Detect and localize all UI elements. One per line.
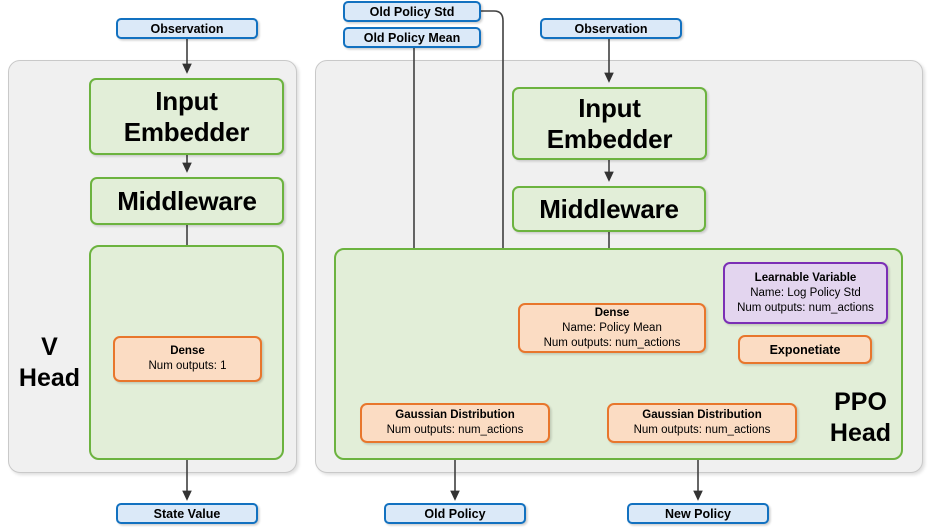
ppo-gaussian-old-num-outputs: Num outputs: num_actions xyxy=(386,424,524,436)
output-state-value-label: State Value xyxy=(153,506,221,521)
ppo-gaussian-distribution-old[interactable]: Gaussian Distribution Num outputs: num_a… xyxy=(360,403,550,443)
v-input-embedder[interactable]: Input Embedder xyxy=(89,78,284,155)
ppo-dense-policy-mean-title: Dense xyxy=(594,306,630,319)
output-state-value[interactable]: State Value xyxy=(116,503,258,524)
v-dense[interactable]: Dense Num outputs: 1 xyxy=(113,336,262,382)
input-observation-v[interactable]: Observation xyxy=(116,18,258,39)
ppo-learnable-variable-num-outputs: Num outputs: num_actions xyxy=(737,301,874,314)
output-old-policy[interactable]: Old Policy xyxy=(384,503,526,524)
output-old-policy-label: Old Policy xyxy=(424,506,486,521)
ppo-dense-policy-mean[interactable]: Dense Name: Policy Mean Num outputs: num… xyxy=(518,303,706,353)
ppo-dense-policy-mean-name: Name: Policy Mean xyxy=(562,321,662,334)
ppo-middleware[interactable]: Middleware xyxy=(512,186,706,232)
ppo-head-label: PPO Head xyxy=(818,387,903,449)
input-old-policy-std[interactable]: Old Policy Std xyxy=(343,1,481,22)
ppo-gaussian-old-title: Gaussian Distribution xyxy=(395,409,515,421)
ppo-learnable-variable-name: Name: Log Policy Std xyxy=(750,286,861,299)
v-head-label-line1: V xyxy=(41,333,58,361)
ppo-gaussian-new-num-outputs: Num outputs: num_actions xyxy=(633,424,771,436)
input-old-policy-mean[interactable]: Old Policy Mean xyxy=(343,27,481,48)
v-middleware[interactable]: Middleware xyxy=(90,177,284,225)
ppo-input-embedder[interactable]: Input Embedder xyxy=(512,87,707,160)
ppo-exponetiate-label: Exponetiate xyxy=(769,342,841,357)
input-old-policy-std-label: Old Policy Std xyxy=(369,4,455,19)
ppo-exponetiate[interactable]: Exponetiate xyxy=(738,335,872,364)
v-head-label: V Head xyxy=(12,332,87,394)
v-middleware-label: Middleware xyxy=(117,185,257,216)
v-head-label-line2: Head xyxy=(18,364,81,392)
input-observation-v-label: Observation xyxy=(150,21,224,36)
v-dense-num-outputs: Num outputs: 1 xyxy=(148,360,227,372)
ppo-head-label-line1: PPO xyxy=(834,388,887,416)
ppo-learnable-variable-title: Learnable Variable xyxy=(754,271,857,284)
ppo-dense-policy-mean-num-outputs: Num outputs: num_actions xyxy=(543,336,681,349)
v-input-embedder-label: Input Embedder xyxy=(123,85,250,147)
input-old-policy-mean-label: Old Policy Mean xyxy=(363,30,461,45)
ppo-gaussian-distribution-new[interactable]: Gaussian Distribution Num outputs: num_a… xyxy=(607,403,797,443)
output-new-policy[interactable]: New Policy xyxy=(627,503,769,524)
output-new-policy-label: New Policy xyxy=(665,506,731,521)
input-observation-ppo[interactable]: Observation xyxy=(540,18,682,39)
ppo-head-label-line2: Head xyxy=(829,419,892,447)
ppo-learnable-variable[interactable]: Learnable Variable Name: Log Policy Std … xyxy=(723,262,888,324)
ppo-middleware-label: Middleware xyxy=(539,193,679,224)
v-dense-title: Dense xyxy=(170,345,205,357)
ppo-input-embedder-label: Input Embedder xyxy=(546,92,673,154)
ppo-gaussian-new-title: Gaussian Distribution xyxy=(642,409,762,421)
input-observation-ppo-label: Observation xyxy=(574,21,648,36)
